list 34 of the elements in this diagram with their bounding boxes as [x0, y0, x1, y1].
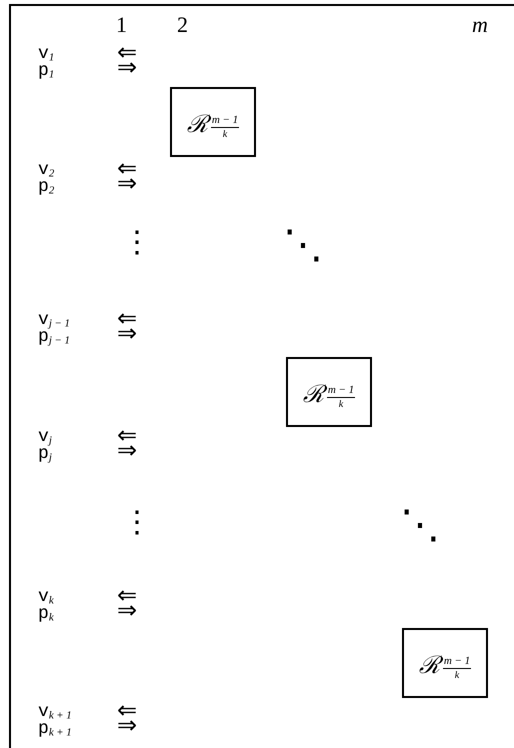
- variable-label: v$_{2}$: [38, 161, 54, 180]
- fraction-numerator: m − 1: [210, 114, 240, 128]
- variable-label: p$_{k + 1}$: [38, 720, 72, 738]
- diagonal-ellipsis: ⋱: [283, 225, 323, 265]
- variable-label: v$_{j}$: [38, 428, 52, 446]
- variable-label: p$_{j}$: [38, 445, 52, 464]
- column-number: m: [472, 14, 488, 36]
- arrow-symbol: ⇒: [117, 599, 137, 623]
- diagonal-ellipsis: ⋱: [400, 505, 440, 545]
- variable-label: v$_{j − 1}$: [38, 311, 70, 330]
- process-box: [170, 87, 256, 157]
- vertical-ellipsis: ⋮: [122, 508, 152, 538]
- variable-label: p$_{k}$: [38, 605, 54, 624]
- variable-label: v$_{1}$: [38, 45, 54, 64]
- variable-label: v$_{k + 1}$: [38, 703, 72, 722]
- fraction-denominator: k: [222, 128, 228, 140]
- fraction-denominator: k: [338, 398, 344, 410]
- variable-label: p$_{2}$: [38, 178, 54, 196]
- vertical-ellipsis: ⋮: [122, 228, 152, 258]
- arrow-symbol: ⇒: [117, 439, 137, 463]
- variable-label: p$_{j − 1}$: [38, 328, 70, 346]
- fraction-denominator: k: [454, 669, 460, 681]
- arrow-symbol: ⇒: [117, 56, 137, 80]
- variable-label: p$_{1}$: [38, 62, 54, 80]
- arrow-symbol: ⇒: [117, 322, 137, 346]
- variable-label: v$_{k}$: [38, 588, 54, 606]
- fraction-numerator: m − 1: [326, 384, 356, 398]
- column-number: 1: [116, 14, 127, 36]
- column-number: 2: [177, 14, 188, 36]
- process-box: [402, 628, 488, 698]
- fraction-numerator: m − 1: [442, 655, 472, 669]
- arrow-symbol: ⇒: [117, 714, 137, 738]
- process-box: [286, 357, 372, 427]
- arrow-symbol: ⇒: [117, 172, 137, 196]
